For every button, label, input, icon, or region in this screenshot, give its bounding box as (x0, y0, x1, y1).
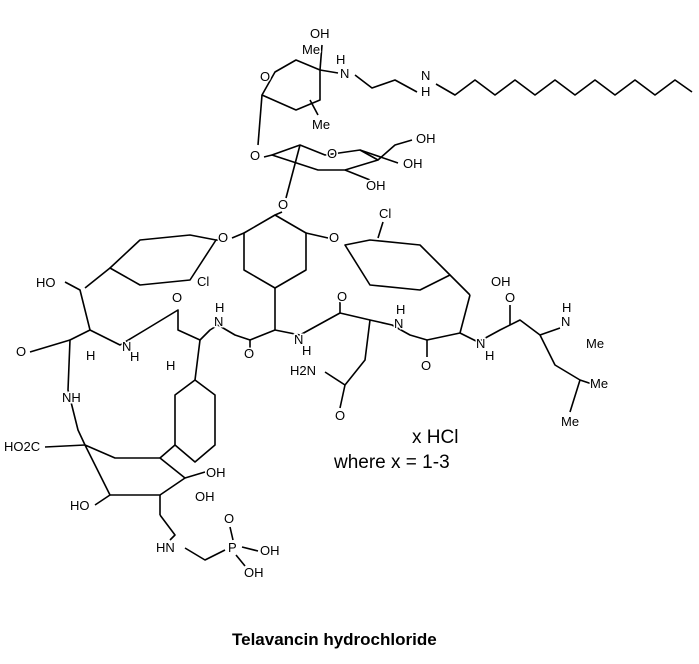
atom-label: O (224, 511, 234, 526)
atom-label: O (244, 346, 254, 361)
resorcinol-ring (84, 444, 186, 496)
atom-label: NH (62, 390, 81, 405)
atom-label: O (16, 344, 26, 359)
atom-label: O (329, 230, 339, 245)
atom-label: N (561, 314, 570, 329)
compound-name: Telavancin hydrochloride (232, 630, 437, 649)
atom-label: H (396, 302, 405, 317)
atom-label: O (327, 146, 337, 161)
atom-label: Me (590, 376, 608, 391)
atom-label: OH (310, 26, 330, 41)
phenyl-ring-lower (174, 379, 216, 463)
decyl-chain (435, 79, 693, 96)
atom-label: O (260, 69, 270, 84)
atom-label: N (394, 316, 403, 331)
atom-label: N (421, 68, 430, 83)
atom-label: Me (561, 414, 579, 429)
atom-label: HN (156, 540, 175, 555)
atom-label: O (421, 358, 431, 373)
atom-label: HO (70, 498, 90, 513)
atom-label: H (485, 348, 494, 363)
central-aryl-ring (243, 214, 307, 289)
atom-label: O (218, 230, 228, 245)
atom-label: O (250, 148, 260, 163)
atom-label: OH (416, 131, 436, 146)
salt-range: where x = 1-3 (333, 452, 450, 473)
atom-label: O (505, 290, 515, 305)
atom-label: N (476, 336, 485, 351)
atom-label: O (335, 408, 345, 423)
atom-label: N (214, 314, 223, 329)
atom-label: H (302, 343, 311, 358)
atom-label: OH (260, 543, 280, 558)
atom-label: OH (366, 178, 386, 193)
atom-label: O (172, 290, 182, 305)
ethyl-linker (354, 74, 418, 93)
right-aryl-ring (344, 239, 451, 291)
atom-label: Me (312, 117, 330, 132)
salt-note: x HCl (412, 427, 458, 448)
atom-label: N (294, 332, 303, 347)
atom-label: N (122, 339, 131, 354)
atom-label: N (340, 66, 349, 81)
glucose-ring (271, 144, 379, 171)
atom-label: Cl (197, 274, 209, 289)
peptide-backbone (44, 281, 91, 448)
atom-label: OH (491, 274, 511, 289)
atom-label: H (86, 348, 95, 363)
atom-label: Cl (379, 206, 391, 221)
atom-label: O (278, 197, 288, 212)
atom-label: Me (302, 42, 320, 57)
atom-label: HO (36, 275, 56, 290)
atom-label: O (337, 289, 347, 304)
atom-label: H (421, 84, 430, 99)
atom-label: OH (195, 489, 215, 504)
atom-label: Me (586, 336, 604, 351)
atom-label: H (130, 349, 139, 364)
atom-label: OH (206, 465, 226, 480)
atom-label: H (215, 300, 224, 315)
atom-label: P (228, 540, 237, 555)
atom-label: H (336, 52, 345, 67)
atom-label: OH (244, 565, 264, 580)
atom-label: OH (403, 156, 423, 171)
atom-label: H (166, 358, 175, 373)
atom-label: H2N (290, 363, 316, 378)
atom-label: H (562, 300, 571, 315)
bonds (29, 44, 693, 567)
atom-label: HO2C (4, 439, 40, 454)
